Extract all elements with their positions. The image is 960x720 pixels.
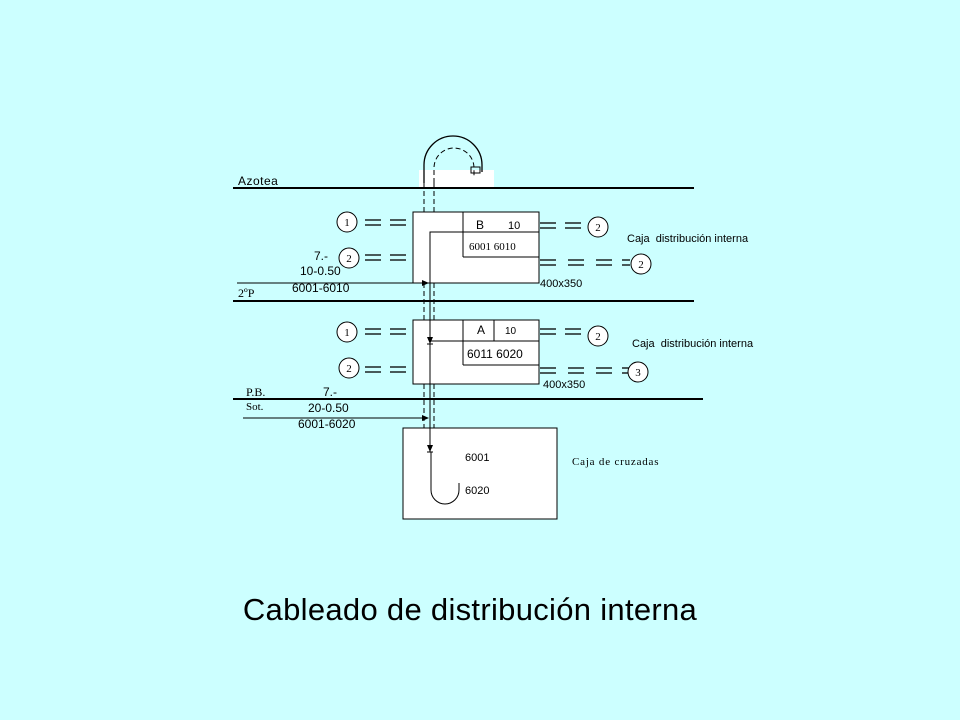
svg-text:1: 1 xyxy=(344,217,350,229)
circle-lower-right-1: 2 xyxy=(587,325,609,347)
lower-box-caption: Caja distribución interna xyxy=(632,338,754,350)
riser-arrow-2 xyxy=(427,445,433,452)
upper-box-size: 400x350 xyxy=(540,278,582,290)
upper-box-inner-l xyxy=(429,231,463,283)
lower-box xyxy=(412,319,540,385)
lower-cable-line2: 20-0.50 xyxy=(308,401,349,415)
svg-text:2: 2 xyxy=(595,222,601,234)
lower-box-letter: A xyxy=(477,323,485,337)
roof-loop-end xyxy=(470,166,481,174)
basement-label: Sot. xyxy=(246,401,264,413)
svg-text:1: 1 xyxy=(344,327,350,339)
lower-connectors xyxy=(365,328,630,374)
upper-connectors xyxy=(365,219,630,266)
lower-box-size: 400x350 xyxy=(543,379,585,391)
second-floor-label: 2ºP xyxy=(238,286,255,300)
lower-cable-line1: 7.- xyxy=(323,385,337,399)
riser-dashed-cables xyxy=(423,183,435,428)
upper-cable-line2: 10-0.50 xyxy=(300,264,341,278)
circle-lower-left-1: 1 xyxy=(336,321,358,343)
upper-box-caption: Caja distribución interna xyxy=(627,233,749,245)
upper-box-range: 6001 6010 xyxy=(469,241,516,253)
circle-upper-right-2: 2 xyxy=(630,253,652,275)
cross-box-start: 6001 xyxy=(465,452,489,464)
cross-box-caption: Caja de cruzadas xyxy=(572,456,659,468)
circle-upper-left-2: 2 xyxy=(338,247,360,269)
upper-box-count: 10 xyxy=(508,220,520,232)
cross-box xyxy=(402,427,558,520)
upper-cable-line1: 7.- xyxy=(314,249,328,263)
svg-text:3: 3 xyxy=(635,367,641,379)
cross-box-end: 6020 xyxy=(465,485,489,497)
circle-upper-left-1: 1 xyxy=(336,211,358,233)
upper-box-letter: B xyxy=(476,218,484,232)
roof-label: Azotea xyxy=(238,174,278,188)
cross-box-u-loop xyxy=(430,452,460,505)
riser-arrow-1 xyxy=(427,337,433,344)
lower-box-count: 10 xyxy=(505,326,517,337)
lower-cable-line3: 6001-6020 xyxy=(298,417,356,431)
ground-floor-label: P.B. xyxy=(246,385,265,399)
roof-loop-inner xyxy=(433,147,475,183)
circle-lower-right-2: 3 xyxy=(627,361,649,383)
svg-text:2: 2 xyxy=(595,331,601,343)
svg-text:2: 2 xyxy=(638,259,644,271)
circle-upper-right-1: 2 xyxy=(587,216,609,238)
roof-loop-outer xyxy=(423,135,483,183)
circle-lower-left-2: 2 xyxy=(338,357,360,379)
upper-cable-line3: 6001-6010 xyxy=(292,281,350,295)
svg-text:2: 2 xyxy=(346,253,352,265)
lower-cable-arrowhead xyxy=(422,415,429,421)
lower-box-range: 6011 6020 xyxy=(467,347,523,361)
svg-text:2: 2 xyxy=(346,363,352,375)
roof-penetration xyxy=(419,170,494,188)
upper-box xyxy=(412,211,540,284)
page-title: Cableado de distribución interna xyxy=(242,592,698,627)
